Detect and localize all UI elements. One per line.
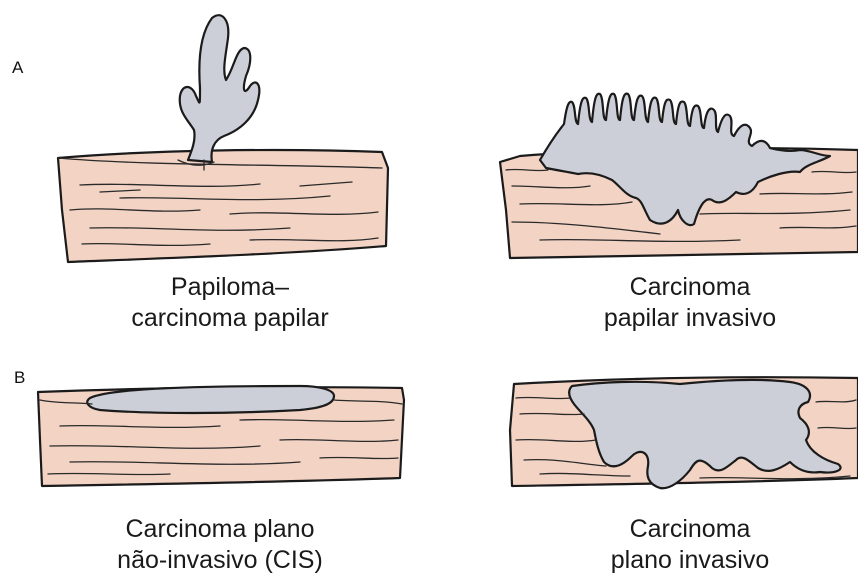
caption-line: plano invasivo — [560, 545, 820, 576]
caption-line: Carcinoma plano — [80, 514, 360, 545]
caption-papillary-invasive: Carcinoma papilar invasivo — [560, 272, 820, 334]
papilloma-illustration — [58, 15, 388, 262]
flat-noninvasive-illustration — [38, 386, 404, 486]
caption-line: Carcinoma — [560, 272, 820, 303]
papillary-invasive-illustration — [500, 94, 858, 258]
caption-line: Carcinoma — [560, 514, 820, 545]
panel-label-b: B — [14, 368, 25, 388]
caption-papilloma: Papiloma– carcinoma papilar — [100, 272, 360, 334]
caption-flat-noninvasive: Carcinoma plano não-invasivo (CIS) — [80, 514, 360, 576]
flat-invasive-illustration — [510, 377, 858, 488]
caption-line: Papiloma– — [100, 272, 360, 303]
caption-line: não-invasivo (CIS) — [80, 545, 360, 576]
papillary-tumor — [180, 15, 260, 162]
caption-flat-invasive: Carcinoma plano invasivo — [560, 514, 820, 576]
caption-line: carcinoma papilar — [100, 303, 360, 334]
panel-label-a: A — [12, 58, 23, 78]
caption-line: papilar invasivo — [560, 303, 820, 334]
